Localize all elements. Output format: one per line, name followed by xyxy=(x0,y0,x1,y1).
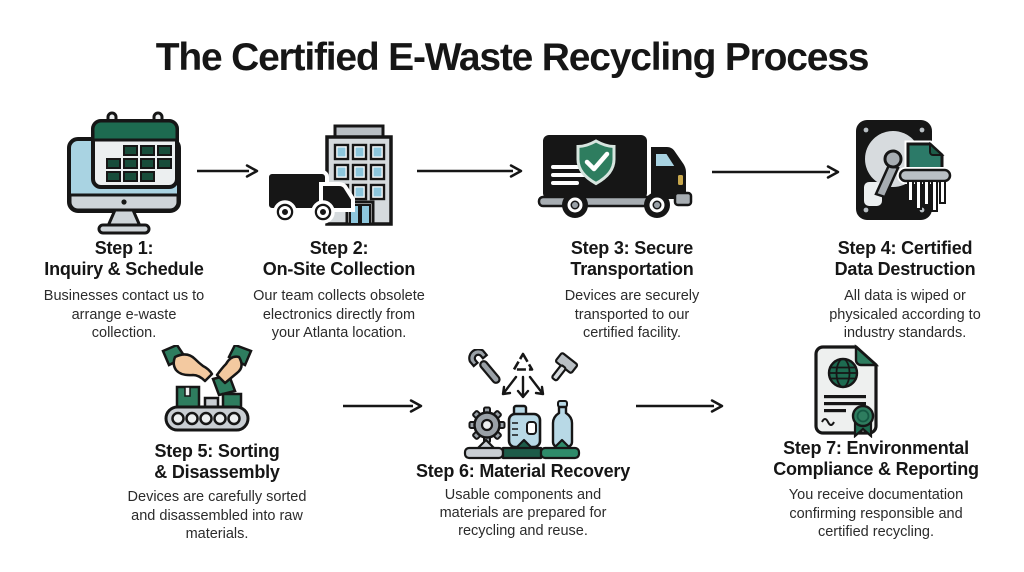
step-1-block: Step 1: Inquiry & Schedule Businesses co… xyxy=(4,111,244,342)
wrench-icon xyxy=(468,348,501,384)
page-title: The Certified E-Waste Recycling Process xyxy=(155,36,870,79)
material-recovery-icon xyxy=(459,348,587,461)
step-6-title: Step 6: Material Recovery xyxy=(415,461,631,481)
step-7-title: Step 7: Environmental Compliance & Repor… xyxy=(773,438,979,479)
monitor-calendar-icon xyxy=(63,111,185,235)
step-2-block: Step 2: On-Site Collection Our team coll… xyxy=(219,112,459,342)
hammer-icon xyxy=(551,352,579,382)
step-4-title: Step 4: Certified Data Destruction xyxy=(834,238,976,279)
flow-arrow-4 xyxy=(343,397,423,415)
flow-arrow-5 xyxy=(636,397,724,415)
step-5-block: Step 5: Sorting & Disassembly Devices ar… xyxy=(97,343,337,543)
step-6-description: Usable components and materials are prep… xyxy=(439,486,607,539)
step-6-block: Step 6: Material Recovery Usable compone… xyxy=(393,348,653,540)
certificate-seal-icon xyxy=(806,344,886,439)
step-7-block: Step 7: Environmental Compliance & Repor… xyxy=(746,344,1006,541)
step-3-description: Devices are securely transported to our … xyxy=(564,288,700,341)
step-2-description: Our team collects obsolete electronics d… xyxy=(253,288,425,341)
recycle-icon xyxy=(512,352,534,371)
step-3-title: Step 3: Secure Transportation xyxy=(570,238,694,279)
step-2-title: Step 2: On-Site Collection xyxy=(262,238,416,279)
step-3-block: Step 3: Secure Transportation Devices ar… xyxy=(512,112,752,342)
hard-drive-shredder-icon xyxy=(852,118,953,222)
step-5-description: Devices are carefully sorted and disasse… xyxy=(127,489,307,542)
flow-arrow-2 xyxy=(417,162,523,180)
step-5-title: Step 5: Sorting & Disassembly xyxy=(154,441,280,482)
step-4-block: Step 4: Certified Data Destruction All d… xyxy=(785,112,1024,342)
secure-truck-shield-icon xyxy=(537,131,693,225)
flow-arrow-3 xyxy=(712,163,840,181)
step-1-description: Businesses contact us to arrange e-waste… xyxy=(43,288,205,341)
step-4-description: All data is wiped or physicaled accordin… xyxy=(829,288,981,341)
flow-arrow-1 xyxy=(197,162,259,180)
step-7-description: You receive documentation confirming res… xyxy=(788,487,964,540)
building-truck-icon xyxy=(265,120,403,230)
step-1-title: Step 1: Inquiry & Schedule xyxy=(44,238,204,279)
sorting-conveyor-hands-icon xyxy=(161,343,253,441)
